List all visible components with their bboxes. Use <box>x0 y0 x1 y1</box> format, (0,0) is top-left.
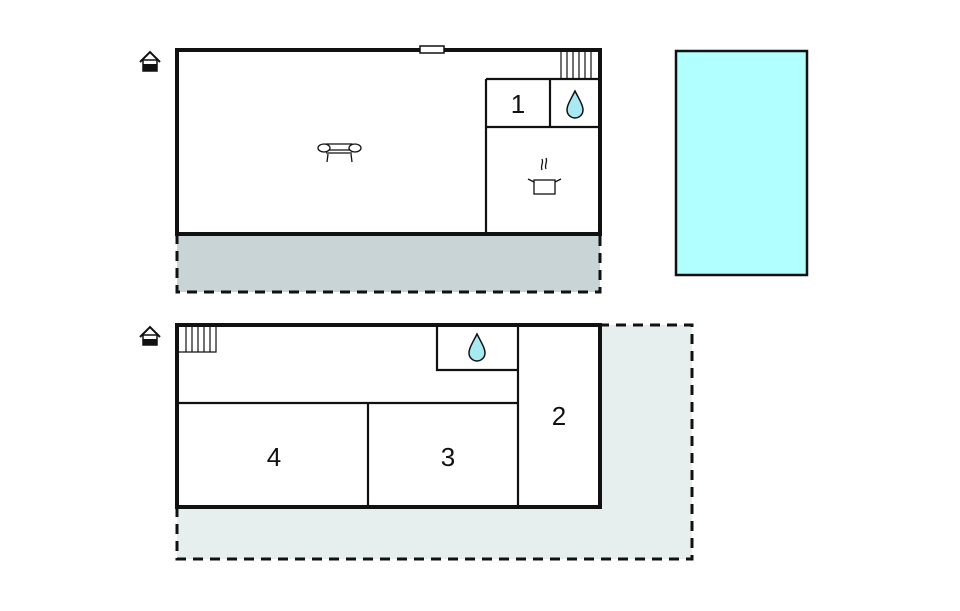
room-label: 2 <box>552 401 566 431</box>
room-label: 4 <box>267 442 281 472</box>
stairs-icon <box>179 327 217 353</box>
room-label: 3 <box>441 442 455 472</box>
entrance-icon <box>139 50 161 72</box>
entrance-icon <box>139 325 161 346</box>
upper-outer-wall <box>175 48 602 236</box>
water-drop-icon <box>566 89 584 119</box>
room-label: 1 <box>511 89 525 119</box>
cooking-pot-icon <box>527 157 562 195</box>
interior-wall <box>435 325 518 372</box>
upper-terrace <box>175 232 602 294</box>
pool-icon <box>674 49 809 277</box>
window-icon <box>419 45 445 54</box>
lower-floor: 2 3 4 <box>139 323 694 561</box>
lower-outer-wall <box>175 323 602 509</box>
water-drop-icon <box>468 332 486 362</box>
sofa-icon <box>317 143 362 163</box>
upper-floor: 1 <box>139 45 602 294</box>
stairs-icon <box>560 52 592 79</box>
